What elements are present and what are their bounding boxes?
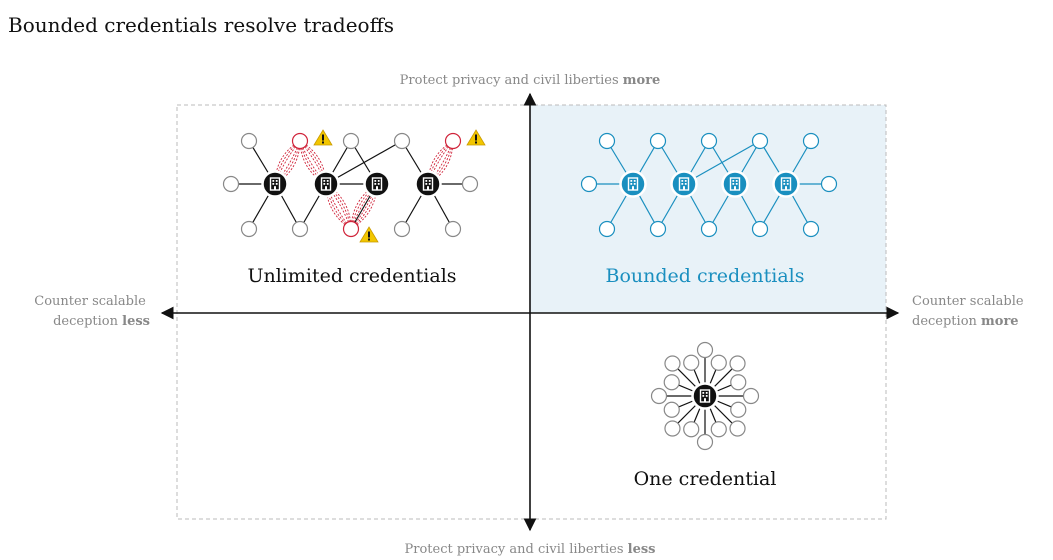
user-node (444, 220, 462, 238)
user-node (649, 220, 667, 238)
axis-label-right: Counter scalable deception more (912, 294, 1028, 329)
user-node (291, 220, 309, 238)
warning-triangle-icon (313, 129, 333, 146)
quadrant-label-unlimited: Unlimited credentials (247, 265, 456, 287)
user-node (664, 355, 681, 372)
issuer-circle (619, 170, 647, 198)
issuer-circle (670, 170, 698, 198)
user-node (729, 355, 746, 372)
user-node (710, 421, 727, 438)
user-node (729, 420, 746, 437)
issuer-node (261, 170, 289, 198)
user-node (742, 387, 760, 405)
user-node (393, 132, 411, 150)
issuer-circle (312, 170, 340, 198)
user-node (461, 175, 479, 193)
user-node (598, 220, 616, 238)
issuer-node (691, 382, 719, 410)
user-node (580, 175, 598, 193)
flagged-user-node (444, 132, 462, 150)
one-credential-network (650, 341, 760, 451)
user-node (663, 374, 680, 391)
user-node (663, 401, 680, 418)
issuer-circle (721, 170, 749, 198)
issuer-circle (261, 170, 289, 198)
user-node (598, 132, 616, 150)
issuer-circle (414, 170, 442, 198)
user-node (696, 433, 714, 451)
user-node (700, 220, 718, 238)
quadrant-label-bounded: Bounded credentials (606, 265, 805, 287)
user-node (649, 132, 667, 150)
user-node (683, 421, 700, 438)
issuer-circle (772, 170, 800, 198)
user-node (802, 132, 820, 150)
issuer-node (670, 170, 698, 198)
bounded-credentials-network (580, 132, 838, 238)
user-node (650, 387, 668, 405)
user-node (730, 401, 747, 418)
user-node (683, 354, 700, 371)
issuer-node (772, 170, 800, 198)
user-node (751, 132, 769, 150)
user-node (342, 132, 360, 150)
issuer-circle (363, 170, 391, 198)
user-node (222, 175, 240, 193)
issuer-node (721, 170, 749, 198)
user-node (730, 374, 747, 391)
unlimited-credentials-network (222, 129, 486, 243)
axis-label-bottom: Protect privacy and civil liberties less (405, 542, 656, 557)
issuer-node (312, 170, 340, 198)
quadrant-label-one: One credential (634, 468, 777, 490)
axis-label-top: Protect privacy and civil liberties more (400, 73, 661, 88)
user-node (240, 132, 258, 150)
issuer-circle (691, 382, 719, 410)
flagged-user-node (291, 132, 309, 150)
warning-triangle-icon (466, 129, 486, 146)
page-title: Bounded credentials resolve tradeoffs (8, 13, 395, 37)
axis-label-left: Counter scalable deception less (34, 294, 150, 329)
issuer-node (363, 170, 391, 198)
user-node (751, 220, 769, 238)
user-node (700, 132, 718, 150)
user-node (696, 341, 714, 359)
user-node (710, 354, 727, 371)
connection-line (683, 140, 761, 185)
user-node (664, 420, 681, 437)
warning-triangle-icon (359, 226, 379, 243)
user-node (393, 220, 411, 238)
issuer-node (619, 170, 647, 198)
user-node (240, 220, 258, 238)
user-node (802, 220, 820, 238)
flagged-user-node (342, 220, 360, 238)
issuer-node (414, 170, 442, 198)
user-node (820, 175, 838, 193)
